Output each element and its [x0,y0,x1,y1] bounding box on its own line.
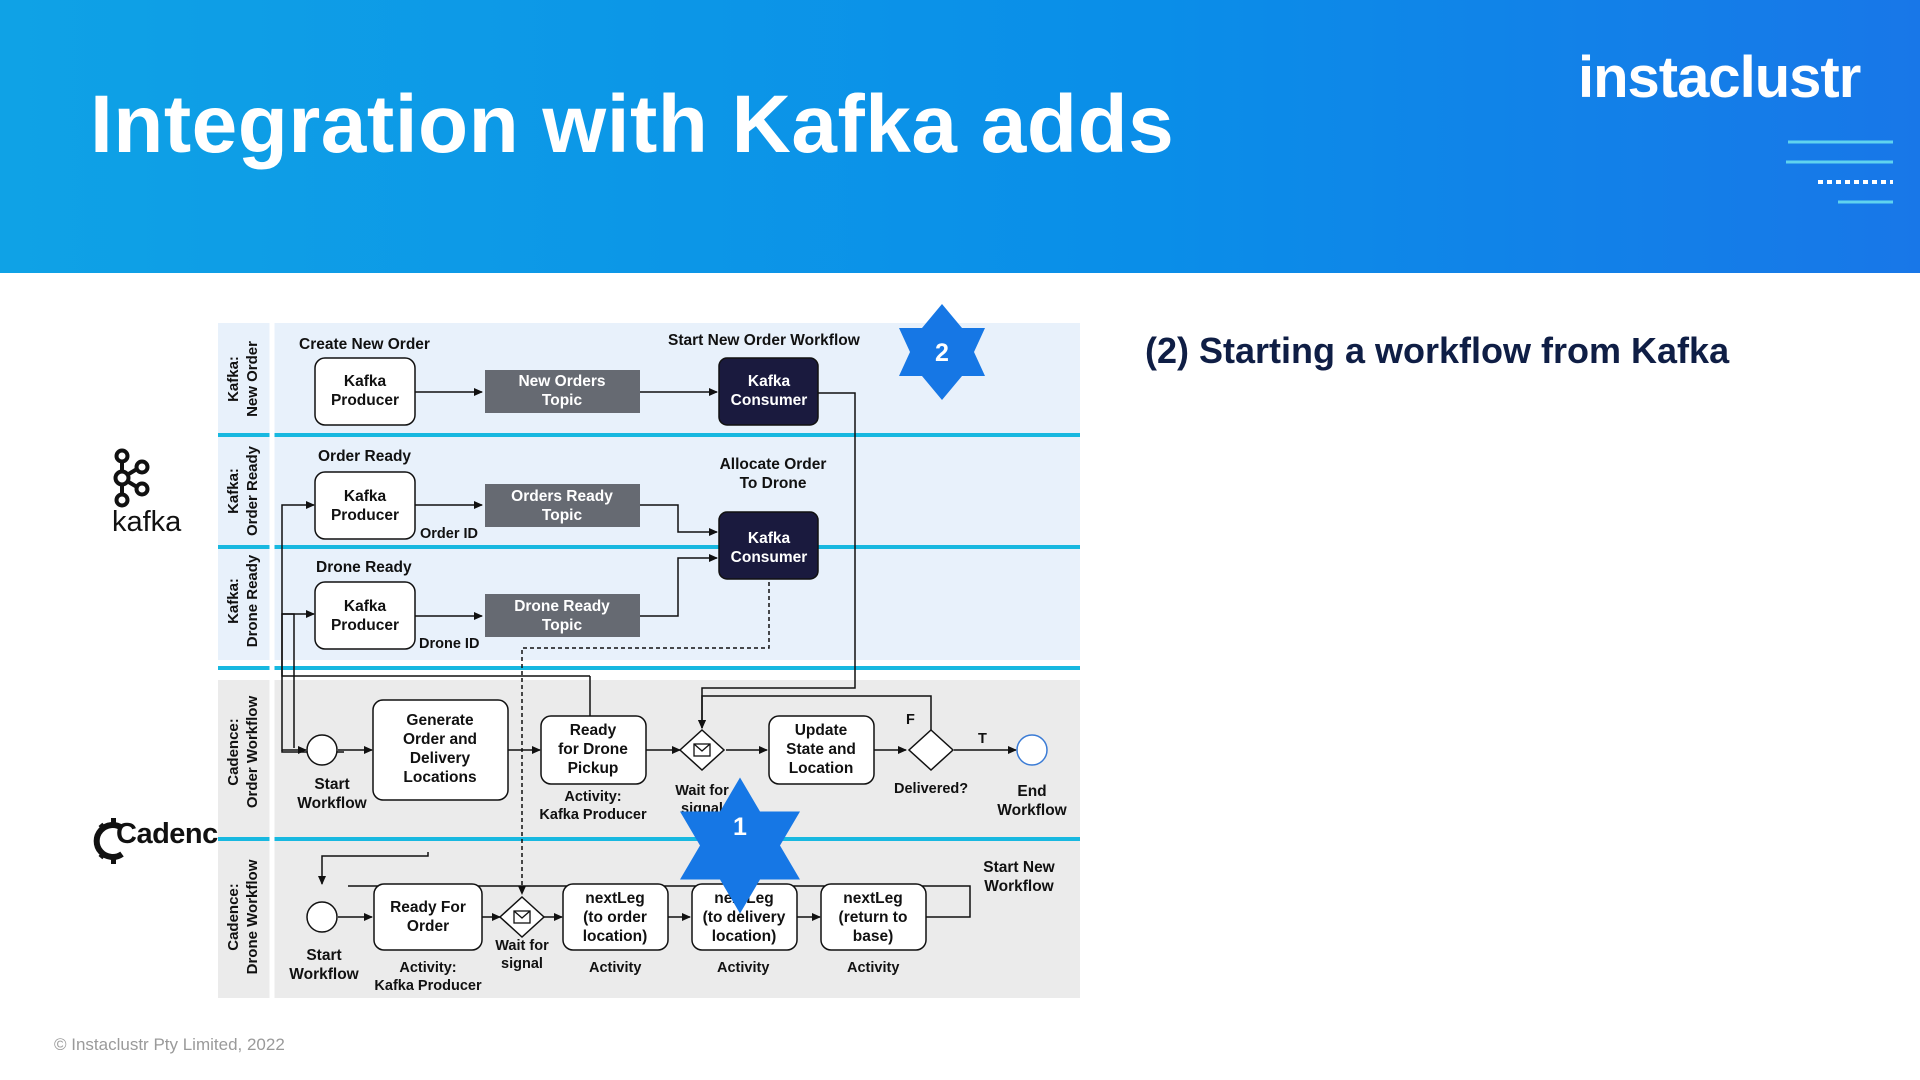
wait-signal-gateway-drone [498,895,546,939]
ready-for-drone-pickup-activity [540,715,647,785]
header-decoration-icon [1786,140,1893,204]
activity-label-5: Activity [847,960,899,976]
activity-label-1: Activity:Kafka Producer [539,789,647,823]
drone-ready-topic [485,594,640,637]
start-event-order [306,734,338,766]
delivered-label: Delivered? [894,781,968,797]
new-orders-topic [485,370,640,413]
lane-separators [218,433,1080,841]
orders-ready-topic [485,484,640,527]
wait-signal-gateway-order [678,728,726,772]
kafka-wordmark: kafka [112,506,182,538]
f-label: F [906,712,915,728]
kafka-logo-icon [113,448,150,508]
next-leg-return-activity [820,883,927,951]
generate-order-activity [372,699,509,801]
kafka-consumer-new-order [718,357,819,426]
activity-label-3: Activity [589,960,641,976]
lane-label-kafka-drone-ready: Kafka:Drone Ready [225,554,261,647]
header-banner [0,0,1920,273]
t-label: T [978,731,987,747]
slide-title: Integration with Kafka adds [90,79,1175,170]
ready-for-order-activity [373,883,483,951]
lane-label-kafka-order-ready: Kafka:Order Ready [225,445,261,536]
drone-id-label: Drone ID [419,636,479,652]
kafka-producer-new-order [314,357,416,426]
kafka-consumer-allocate [718,511,819,580]
cadence-gear-icon [93,818,124,864]
start-new-order-workflow-label: Start New Order Workflow [668,332,861,349]
slide-subtitle: (2) Starting a workflow from Kafka [1145,330,1730,371]
start-event-drone [306,901,338,933]
envelope-icon [513,910,531,924]
envelope-icon [693,743,711,757]
instaclustr-logo: instaclustr [1578,45,1861,110]
delivered-gateway [907,728,955,772]
activity-label-2: Activity:Kafka Producer [374,960,482,994]
drone-ready-label: Drone Ready [316,559,412,576]
create-new-order-label: Create New Order [299,336,430,353]
next-leg-order-activity [562,883,669,951]
order-id-label: Order ID [420,526,478,542]
end-event-order [1016,734,1048,766]
cadence-wordmark: Cadence [116,818,234,850]
star-1-number: 1 [733,813,747,841]
kafka-producer-drone-ready [314,581,416,650]
activity-label-4: Activity [717,960,769,976]
star-badge-2: 2 [899,304,985,400]
update-state-activity [768,715,875,785]
lane-label-kafka-new-order: Kafka:New Order [225,341,261,417]
copyright-footer: © Instaclustr Pty Limited, 2022 [54,1035,285,1054]
order-ready-label: Order Ready [318,448,411,465]
lane-label-cadence-drone-workflow: Cadence:Drone Workflow [225,859,261,974]
star-2-number: 2 [935,339,949,367]
lane-label-cadence-order-workflow: Cadence:Order Workflow [225,696,261,809]
star-badge-1: 1 [680,777,800,914]
kafka-producer-order-ready [314,471,416,540]
